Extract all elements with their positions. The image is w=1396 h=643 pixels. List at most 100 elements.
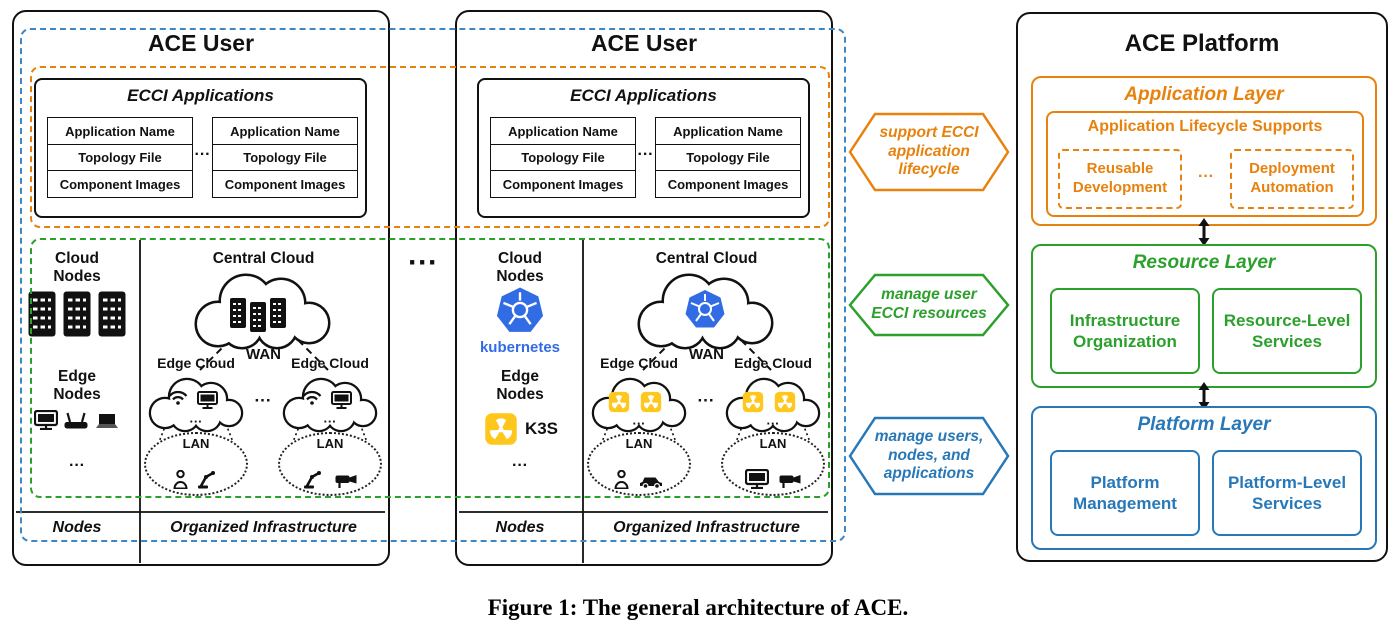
lan-devices xyxy=(721,469,825,489)
edge-cloud-shape: ··· xyxy=(725,377,821,433)
central-cloud-shape xyxy=(637,273,774,350)
nodes-footer-label: Nodes xyxy=(52,519,102,536)
ellipsis-dots: ··· xyxy=(408,246,438,279)
organized-infrastructure-footer-label: Organized Infrastructure xyxy=(170,519,357,536)
k3s-logo-icon xyxy=(608,391,630,413)
lan-group: LAN xyxy=(587,432,691,496)
computer-icon xyxy=(34,410,58,430)
robot-arm-icon xyxy=(303,471,321,489)
central-cloud-label: Central Cloud xyxy=(212,250,315,267)
edge-nodes-label: Edge Nodes xyxy=(53,368,101,404)
bidirectional-arrow-icon xyxy=(1198,218,1210,246)
edge-cloud-label: Edge Cloud xyxy=(734,355,812,371)
application-layer-title: Application Layer xyxy=(1124,84,1284,105)
application-card: Application Name Topology File Component… xyxy=(655,117,801,198)
figure-caption: Figure 1: The general architecture of AC… xyxy=(487,595,909,620)
ellipsis-dots: ··· xyxy=(512,457,528,474)
application-lifecycle-supports-box: Application Lifecycle Supports Reusable … xyxy=(1046,111,1364,217)
platform-management-item: Platform Management xyxy=(1050,450,1200,536)
application-lifecycle-supports-title: Application Lifecycle Supports xyxy=(1087,118,1323,135)
person-icon xyxy=(614,470,629,489)
resource-layer-box: Resource Layer Infrastructure Organizati… xyxy=(1031,244,1377,388)
edge-cloud-shape: ··· xyxy=(148,377,244,433)
hexagon-callout-resource: manage user ECCI resources xyxy=(848,273,1010,337)
lan-group: LAN xyxy=(144,432,248,496)
resource-level-services-item: Resource-Level Services xyxy=(1212,288,1362,374)
application-card: Application Name Topology File Component… xyxy=(212,117,358,198)
lan-boundary-ellipse xyxy=(587,432,691,496)
hexagon-callout-application: support ECCI application lifecycle xyxy=(848,112,1010,192)
ellipsis-dots: ··· xyxy=(633,416,646,431)
edge-cloud-shape: ··· xyxy=(282,377,378,433)
ecci-applications-box: ECCI Applications Application Name Topol… xyxy=(34,78,367,218)
lan-label: LAN xyxy=(182,436,210,451)
laptop-icon xyxy=(96,414,118,428)
resource-layer-title: Resource Layer xyxy=(1132,252,1276,273)
lan-boundary-ellipse xyxy=(278,432,382,496)
hexagon-callout-text: manage users, nodes, and applications xyxy=(874,427,984,483)
component-images-cell: Component Images xyxy=(490,170,636,198)
car-icon xyxy=(640,477,662,489)
edge-nodes-icons xyxy=(22,410,132,430)
central-cloud-shape xyxy=(194,273,331,350)
cloud-nodes-label: Cloud Nodes xyxy=(53,250,101,286)
edge-cloud-shape: ··· xyxy=(591,377,687,433)
k3s-edge-nodes: K3S xyxy=(471,412,571,446)
ecci-applications-box: ECCI Applications Application Name Topol… xyxy=(477,78,810,218)
ellipsis-dots: ··· xyxy=(194,146,211,163)
nodes-footer-label: Nodes xyxy=(495,519,545,536)
lan-label: LAN xyxy=(625,436,653,451)
k3s-wordmark: K3S xyxy=(524,419,559,438)
ellipsis-dots: ··· xyxy=(1198,168,1214,185)
kubernetes-logo-icon xyxy=(496,287,544,332)
infrastructure-connector-lines xyxy=(16,240,385,563)
hexagon-callout-text: support ECCI application lifecycle xyxy=(879,123,979,179)
application-card: Application Name Topology File Component… xyxy=(47,117,193,198)
wifi-icon xyxy=(302,390,322,405)
person-icon xyxy=(173,470,188,489)
server-rack-icon xyxy=(28,291,56,337)
ace-user-box-2: ACE User ECCI Applications Application N… xyxy=(455,10,833,566)
lan-boundary-ellipse xyxy=(144,432,248,496)
topology-file-cell: Topology File xyxy=(490,143,636,172)
computer-icon xyxy=(331,391,352,409)
surveillance-camera-icon xyxy=(335,475,356,488)
ecci-applications-title: ECCI Applications xyxy=(127,86,274,105)
platform-layer-box: Platform Layer Platform Management Platf… xyxy=(1031,406,1377,550)
platform-title: ACE Platform xyxy=(1124,30,1280,57)
organized-infrastructure-footer-label: Organized Infrastructure xyxy=(613,519,800,536)
component-images-cell: Component Images xyxy=(655,170,801,198)
ellipsis-dots: ··· xyxy=(254,391,272,410)
edge-cloud-label: Edge Cloud xyxy=(291,355,369,371)
ellipsis-dots: ··· xyxy=(324,414,337,429)
lan-label: LAN xyxy=(759,436,787,451)
server-rack-icon xyxy=(63,291,91,337)
application-layer-box: Application Layer Application Lifecycle … xyxy=(1031,76,1377,226)
deployment-automation-item: Deployment Automation xyxy=(1230,149,1354,209)
k3s-logo-icon xyxy=(485,413,517,445)
hexagon-shape xyxy=(848,112,1010,192)
ellipsis-dots: ··· xyxy=(697,391,715,410)
computer-icon xyxy=(744,469,769,489)
cloud-nodes-label: Cloud Nodes xyxy=(496,250,544,286)
k3s-logo-icon xyxy=(640,391,662,413)
lan-devices xyxy=(278,467,382,489)
ace-user-box-1: ACE User ECCI Applications Application N… xyxy=(12,10,390,566)
hexagon-shape xyxy=(848,273,1010,337)
hexagon-callout-platform: manage users, nodes, and applications xyxy=(848,416,1010,496)
user-box-title: ACE User xyxy=(590,30,698,56)
server-rack-icon xyxy=(230,298,286,332)
infrastructure-connector-lines xyxy=(459,240,828,563)
component-images-cell: Component Images xyxy=(212,170,358,198)
computer-icon xyxy=(197,391,218,409)
wifi-router-icon xyxy=(64,412,88,429)
cloud-nodes-icons xyxy=(27,290,127,338)
lan-devices xyxy=(587,470,691,489)
topology-file-cell: Topology File xyxy=(47,143,193,172)
ellipsis-dots: ··· xyxy=(767,416,780,431)
wan-label: WAN xyxy=(246,346,281,363)
platform-level-services-item: Platform-Level Services xyxy=(1212,450,1362,536)
k3s-logo-icon xyxy=(774,391,796,413)
k3s-logo-icon xyxy=(742,391,764,413)
wan-label: WAN xyxy=(689,346,724,363)
